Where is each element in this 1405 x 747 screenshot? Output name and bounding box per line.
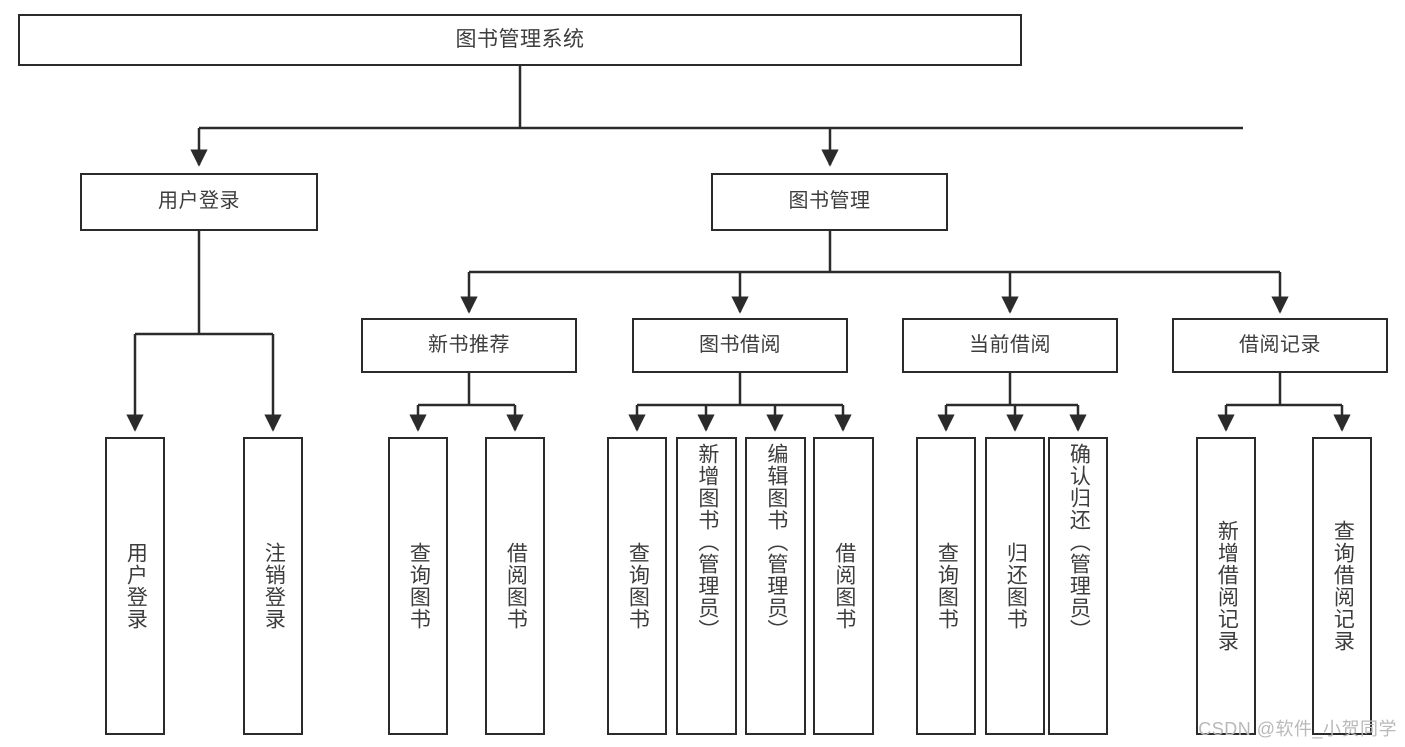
node-book-borrow-label: 图书借阅 (699, 333, 781, 356)
node-leaf-query-book-rec-label: 查询图书 (407, 542, 431, 630)
node-leaf-edit-book-admin[interactable]: 编辑图书（管理员） (745, 437, 806, 735)
node-leaf-query-borrow-record-label: 查询借阅记录 (1331, 520, 1355, 652)
node-root[interactable]: 图书管理系统 (18, 14, 1022, 66)
node-current-borrow-label: 当前借阅 (969, 333, 1051, 356)
node-root-label: 图书管理系统 (455, 27, 585, 51)
node-leaf-borrow-book-rec-label: 借阅图书 (504, 542, 528, 630)
node-new-book-recommend-label: 新书推荐 (428, 333, 510, 356)
node-leaf-query-book-borrow[interactable]: 查询图书 (607, 437, 667, 735)
node-user-login[interactable]: 用户登录 (80, 173, 318, 231)
node-leaf-query-book-cur[interactable]: 查询图书 (916, 437, 976, 735)
node-leaf-logout[interactable]: 注销登录 (243, 437, 303, 735)
node-leaf-return-book-label: 归还图书 (1004, 542, 1028, 630)
node-leaf-add-borrow-record-label: 新增借阅记录 (1215, 520, 1239, 652)
node-leaf-query-book-borrow-label: 查询图书 (626, 542, 650, 630)
node-leaf-user-login-label: 用户登录 (124, 542, 148, 630)
node-leaf-user-login[interactable]: 用户登录 (105, 437, 165, 735)
node-leaf-query-borrow-record[interactable]: 查询借阅记录 (1312, 437, 1372, 735)
node-leaf-return-book[interactable]: 归还图书 (985, 437, 1045, 735)
node-leaf-add-borrow-record[interactable]: 新增借阅记录 (1196, 437, 1256, 735)
node-leaf-add-book-admin-label: 新增图书（管理员） (695, 443, 719, 641)
node-leaf-borrow-book[interactable]: 借阅图书 (813, 437, 874, 735)
node-leaf-confirm-return-admin-label: 确认归还（管理员） (1067, 443, 1091, 641)
node-current-borrow[interactable]: 当前借阅 (902, 318, 1118, 373)
node-user-login-label: 用户登录 (158, 190, 240, 213)
node-borrow-records-label: 借阅记录 (1239, 333, 1321, 356)
node-leaf-edit-book-admin-label: 编辑图书（管理员） (764, 443, 788, 641)
node-book-borrow[interactable]: 图书借阅 (632, 318, 848, 373)
node-leaf-query-book-rec[interactable]: 查询图书 (388, 437, 448, 735)
node-leaf-logout-label: 注销登录 (262, 542, 286, 630)
node-book-management[interactable]: 图书管理 (711, 173, 948, 231)
node-borrow-records[interactable]: 借阅记录 (1172, 318, 1388, 373)
node-book-management-label: 图书管理 (788, 190, 871, 213)
node-new-book-recommend[interactable]: 新书推荐 (361, 318, 577, 373)
node-leaf-borrow-book-label: 借阅图书 (832, 542, 856, 630)
node-leaf-confirm-return-admin[interactable]: 确认归还（管理员） (1048, 437, 1108, 735)
node-leaf-query-book-cur-label: 查询图书 (935, 542, 959, 630)
node-leaf-add-book-admin[interactable]: 新增图书（管理员） (676, 437, 737, 735)
node-leaf-borrow-book-rec[interactable]: 借阅图书 (485, 437, 545, 735)
watermark-text: CSDN @软件_小贺同学 (1198, 719, 1397, 739)
